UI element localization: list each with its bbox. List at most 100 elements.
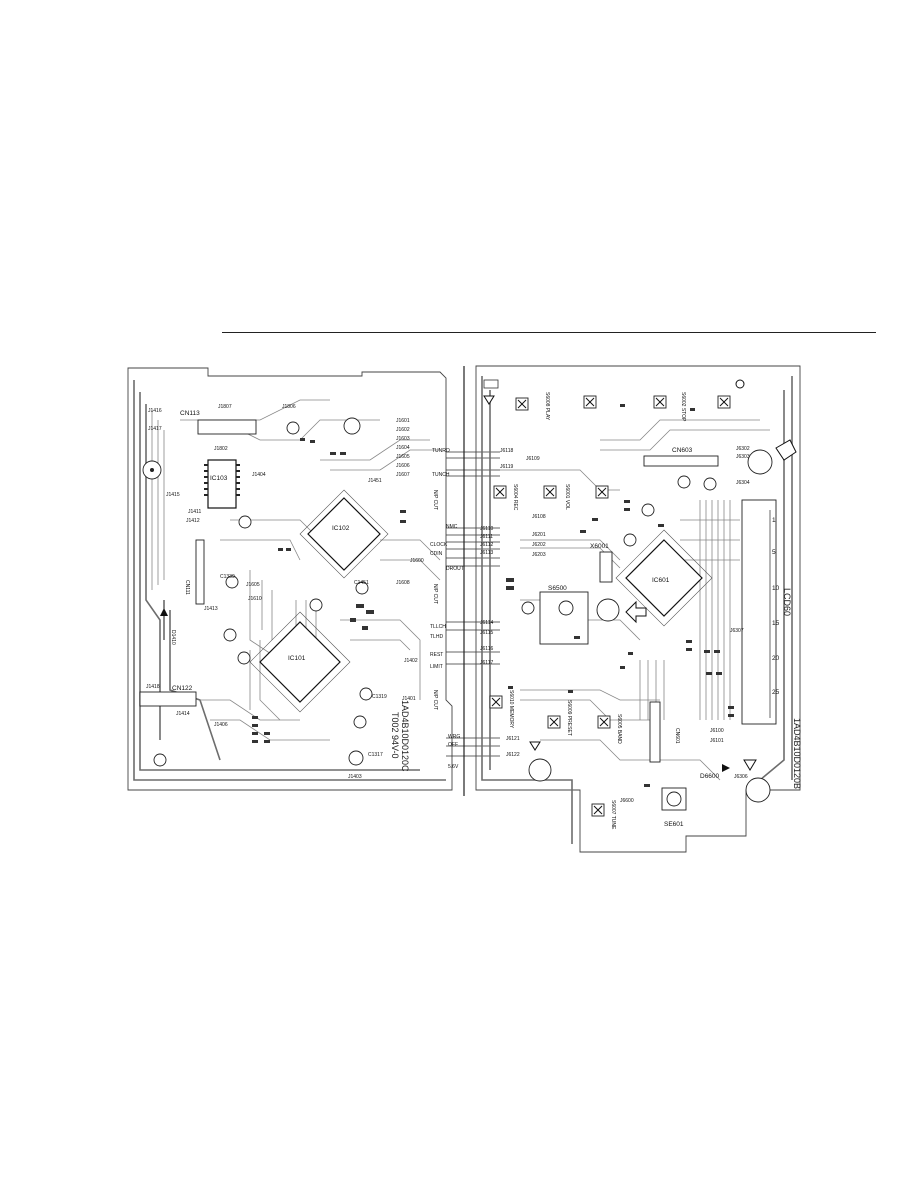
button-label: S6004 REC xyxy=(512,484,518,511)
switch-s6010 xyxy=(489,695,503,709)
left-pcb-code: 1AD4B10D0120C xyxy=(400,700,410,772)
ref-label: J1418 xyxy=(146,684,160,690)
ic103-label: IC103 xyxy=(210,475,228,482)
signal-label: OFF xyxy=(448,742,458,748)
signal-label: NMC xyxy=(446,524,458,530)
capacitor xyxy=(353,715,367,729)
button-label: S6001 VOL xyxy=(564,484,570,510)
ref-label: J1414 xyxy=(176,711,190,717)
ref-label: J1411 xyxy=(188,509,201,515)
ref-label: J1412 xyxy=(186,518,200,524)
lcd-label: LCD60 xyxy=(782,588,792,616)
ic601-label: IC601 xyxy=(652,577,670,584)
lcd-scale: 5 xyxy=(772,549,776,556)
lcd-scale: 10 xyxy=(772,585,780,592)
ref-label: J1608 xyxy=(396,580,410,586)
signal-label: DROUT xyxy=(446,566,464,572)
ref-label: J6600 xyxy=(620,798,634,804)
ref-label: J1416 xyxy=(148,408,162,414)
signal-label: TUNRO xyxy=(432,448,450,454)
round-part xyxy=(528,758,552,782)
signal-label: N/P CUT xyxy=(432,490,438,510)
ref-label: J6101 xyxy=(710,738,724,744)
capacitor xyxy=(223,628,237,642)
cn601-label: CN601 xyxy=(674,728,680,744)
ref-label: J6118 xyxy=(500,448,513,454)
ref-label: J1413 xyxy=(204,606,218,612)
cn122-label: CN122 xyxy=(172,685,193,692)
ic102: IC102 xyxy=(299,489,389,579)
ref-label: J6121 xyxy=(506,736,520,742)
round-part xyxy=(596,598,620,622)
ref-label: C1319 xyxy=(372,694,387,700)
signal-label: CDIN xyxy=(430,551,443,557)
crystal-x6001 xyxy=(599,551,613,583)
ref-label: J1602 xyxy=(396,427,410,433)
connector-cn113 xyxy=(197,419,257,435)
lcd-display: LCD60 1 5 10 15 20 25 xyxy=(741,499,792,725)
x6001-label: X6001 xyxy=(590,543,609,550)
ic102-label: IC102 xyxy=(332,525,350,532)
inter-board-wiring xyxy=(446,451,500,757)
ref-label: J6109 xyxy=(526,456,540,462)
button-label: S6009 PRESET xyxy=(566,700,572,736)
signal-label: N/P CUT xyxy=(432,690,438,710)
ref-label: J1415 xyxy=(166,492,180,498)
ref-label: J1604 xyxy=(396,445,410,451)
capacitor xyxy=(348,750,364,766)
ref-label: J1403 xyxy=(348,774,362,780)
round-part xyxy=(745,777,771,803)
switch-s6011 xyxy=(595,485,609,499)
signal-label: REST xyxy=(430,652,443,658)
button-label: S6005 BAND xyxy=(616,714,622,744)
ref-label: J6113 xyxy=(480,550,493,556)
ref-label: J1806 xyxy=(282,404,296,410)
ic103 xyxy=(207,459,237,509)
capacitor xyxy=(237,651,251,665)
connector-cn111 xyxy=(195,539,205,605)
connector-cn122 xyxy=(139,691,197,707)
ref-label: J1451 xyxy=(368,478,382,484)
button-label: S6007 TUNE xyxy=(610,800,616,830)
ref-label: J6201 xyxy=(532,532,546,538)
ref-label: J1417 xyxy=(148,426,162,432)
ref-label: J6307 xyxy=(730,628,744,634)
switch-s6008 xyxy=(515,397,529,411)
ref-label: C1317 xyxy=(368,752,383,758)
lcd-scale: 20 xyxy=(772,655,780,662)
lcd-scale: 15 xyxy=(772,620,780,627)
capacitor xyxy=(225,575,239,589)
d1410-label: D1410 xyxy=(170,630,176,645)
ref-label: J6122 xyxy=(506,752,520,758)
cn603-label: CN603 xyxy=(672,447,693,454)
switch-s6013 xyxy=(717,395,731,409)
cn111-label: CN111 xyxy=(184,580,190,595)
capacitor xyxy=(286,421,300,435)
ref-label: J1802 xyxy=(214,446,228,452)
ref-label: J6303 xyxy=(736,454,750,460)
switch-s6009 xyxy=(547,715,561,729)
round-part xyxy=(747,449,773,475)
ref-label: J1603 xyxy=(396,436,410,442)
signal-label: TLLCH xyxy=(430,624,446,630)
ref-label: J6119 xyxy=(500,464,513,470)
capacitor xyxy=(558,600,574,616)
ic101: IC101 xyxy=(249,611,351,713)
ref-label: J1404 xyxy=(252,472,266,478)
se601-label: SE601 xyxy=(664,821,684,828)
connector-cn601 xyxy=(649,701,661,763)
signal-labels: TUNRO TUNCH N/P CUT NMC CLOCK CDIN DROUT… xyxy=(430,448,464,770)
ref-label: C1339 xyxy=(220,574,235,580)
ref-label: J6114 xyxy=(480,620,493,626)
lcd-scale: 1 xyxy=(772,517,776,524)
ref-label: C1451 xyxy=(354,580,369,586)
capacitor xyxy=(153,753,167,767)
capacitor xyxy=(309,598,323,612)
ref-label: J6111 xyxy=(480,534,493,540)
ref-label: J6304 xyxy=(736,480,750,486)
ref-label: J1607 xyxy=(396,472,410,478)
left-board: CN113 IC103 IC102 IC101 xyxy=(127,367,453,791)
ref-label: J6108 xyxy=(532,514,546,520)
capacitor xyxy=(355,581,369,595)
